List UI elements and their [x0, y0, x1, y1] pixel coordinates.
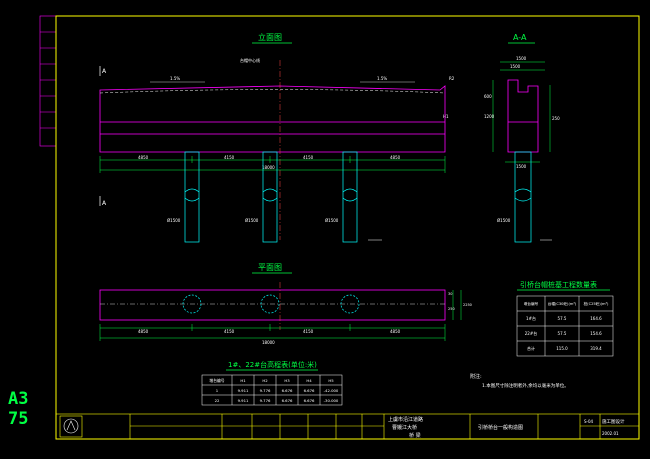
quantity-table-cell: 57.5: [558, 331, 567, 336]
elevation-table-title: 1#、22#台高程表(单位:米): [228, 360, 317, 369]
sheet-size-code-top: A3: [8, 389, 28, 409]
slope-right: 1.5%: [377, 76, 387, 81]
title-block-frame: [55, 413, 640, 440]
quantity-table-cell: 合计: [527, 345, 535, 351]
deck-profile-dashed: [99, 89, 446, 94]
sheet-size-code-bottom: 75: [8, 409, 28, 429]
drawing-date: 2002.01: [602, 431, 619, 436]
elevation-table-cell: 22: [215, 398, 220, 403]
elevation-table-header: H2: [262, 378, 268, 383]
section-pile-diameter: Ø1500: [497, 218, 511, 223]
elevation-table-cell: 6.676: [304, 388, 315, 393]
quantity-table-cell: 154.6: [590, 331, 602, 336]
elevation-table-cell: 1: [216, 388, 219, 393]
quantity-table-header: 台帽(C30砼)(m³): [548, 301, 577, 306]
plan-dim-lines: [99, 290, 462, 341]
elevation-table-cell: 9.776: [260, 398, 271, 403]
pile-diameter-3: Ø1500: [325, 218, 339, 223]
quantity-table-cell: 164.6: [590, 316, 602, 321]
quantity-table-cell: 57.5: [558, 316, 567, 321]
piles-elevation: [184, 151, 358, 243]
notes-title: 附注:: [470, 373, 482, 380]
elevation-table-header: 墩台编号: [209, 378, 224, 383]
quantity-table-title: 引桥台帽桩基工程数量表: [520, 280, 597, 289]
project-line-1: 上虞市沿江道路: [388, 416, 423, 423]
quantity-table-cells: 墩台编号 台帽(C30砼)(m³) 桩(C25砼)(m³) 1#台 57.5 164.6 2…: [524, 301, 609, 351]
project-line-3: 桥 梁: [409, 432, 421, 439]
elevation-table-grid: [201, 374, 343, 406]
elevation-table-cell: 9.911: [238, 398, 249, 403]
plan-side-dim-3: 2250: [463, 303, 472, 307]
pile-diameter-1: Ø1500: [167, 218, 181, 223]
quantity-table-header: 墩台编号: [524, 301, 539, 306]
elevation-table-header: H1: [240, 378, 246, 383]
elevation-dim-lines: [99, 156, 446, 173]
section-dim-side-3: 250: [552, 116, 560, 121]
project-line-2: 曹娥江大桥: [392, 424, 417, 431]
elevation-table-header: H5: [328, 378, 334, 383]
slope-left: 1.5%: [170, 76, 180, 81]
drawing-number: S-04: [584, 419, 594, 424]
section-dim-top-1: 1500: [516, 56, 527, 61]
elevation-table-cell: 6.676: [282, 388, 293, 393]
plan-span-3: 4150: [303, 329, 314, 334]
section-dim-side-2: 1200: [484, 114, 495, 119]
section-bottom-dim: 1500: [516, 164, 527, 169]
section-dim-top-2: 1500: [510, 64, 521, 69]
quantity-table-cell: 1#台: [526, 315, 536, 321]
right-mid-tag: H1: [443, 114, 449, 119]
section-title: A-A: [513, 33, 527, 42]
quantity-table-cell: 22#台: [525, 330, 537, 336]
elevation-table-cell: 6.676: [282, 398, 293, 403]
plan-side-dim-1: 30: [448, 292, 452, 296]
cut-label-top: A: [102, 68, 107, 75]
elevation-span-2: 4150: [224, 155, 235, 160]
plan-side-dim-2: 250: [448, 307, 455, 311]
elevation-span-4: 4850: [390, 155, 401, 160]
elevation-table-cell: 6.676: [304, 398, 315, 403]
plan-cap-beam: [99, 289, 446, 321]
elevation-span-1: 4850: [138, 155, 149, 160]
section-dims: [492, 61, 551, 163]
section-dim-side-1: 600: [484, 94, 492, 99]
plan-span-1: 4850: [138, 329, 149, 334]
elevation-table-cell: 9.911: [238, 388, 249, 393]
section-pile: [514, 151, 532, 243]
plan-title: 平面图: [258, 263, 282, 272]
drawing-name: 引桥桥台一般构造图: [478, 424, 523, 431]
company-logo: [63, 418, 79, 434]
cut-label-bottom: A: [102, 200, 107, 207]
elevation-span-3: 4150: [303, 155, 314, 160]
quantity-table-cell: 319.4: [590, 346, 602, 351]
note-item-1: 1.本图尺寸除注明者外,余均以毫米为单位。: [482, 382, 569, 389]
quantity-table-cell: 115.0: [556, 346, 568, 351]
plan-pile-circles: [182, 294, 360, 314]
elevation-table-cell: 9.776: [260, 388, 271, 393]
plan-span-4: 4850: [390, 329, 401, 334]
pile-diameter-2: Ø1500: [245, 218, 259, 223]
elevation-table-cell: -42.000: [324, 388, 339, 393]
elevation-table-cells: 墩台编号 H1 H2 H3 H4 H5 1 9.911 9.776 6.676 6.676 -42.0…: [209, 378, 339, 403]
binding-strip-cells: [40, 31, 56, 129]
elevation-table-cell: -30.000: [324, 398, 339, 403]
quantity-table-header: 桩(C25砼)(m³): [584, 301, 609, 306]
plan-span-2: 4150: [224, 329, 235, 334]
design-stage: 施工图设计: [602, 418, 625, 425]
quantity-table-grid: [516, 295, 614, 357]
plan-total: 18000: [262, 340, 275, 345]
elevation-table-header: H3: [284, 378, 290, 383]
elevation-title: 立面图: [258, 32, 282, 42]
centerline-note: 台帽中心线: [240, 57, 260, 63]
right-top-tag: R2: [449, 76, 455, 81]
elevation-table-header: H4: [306, 378, 312, 383]
elevation-total: 18000: [262, 165, 275, 170]
